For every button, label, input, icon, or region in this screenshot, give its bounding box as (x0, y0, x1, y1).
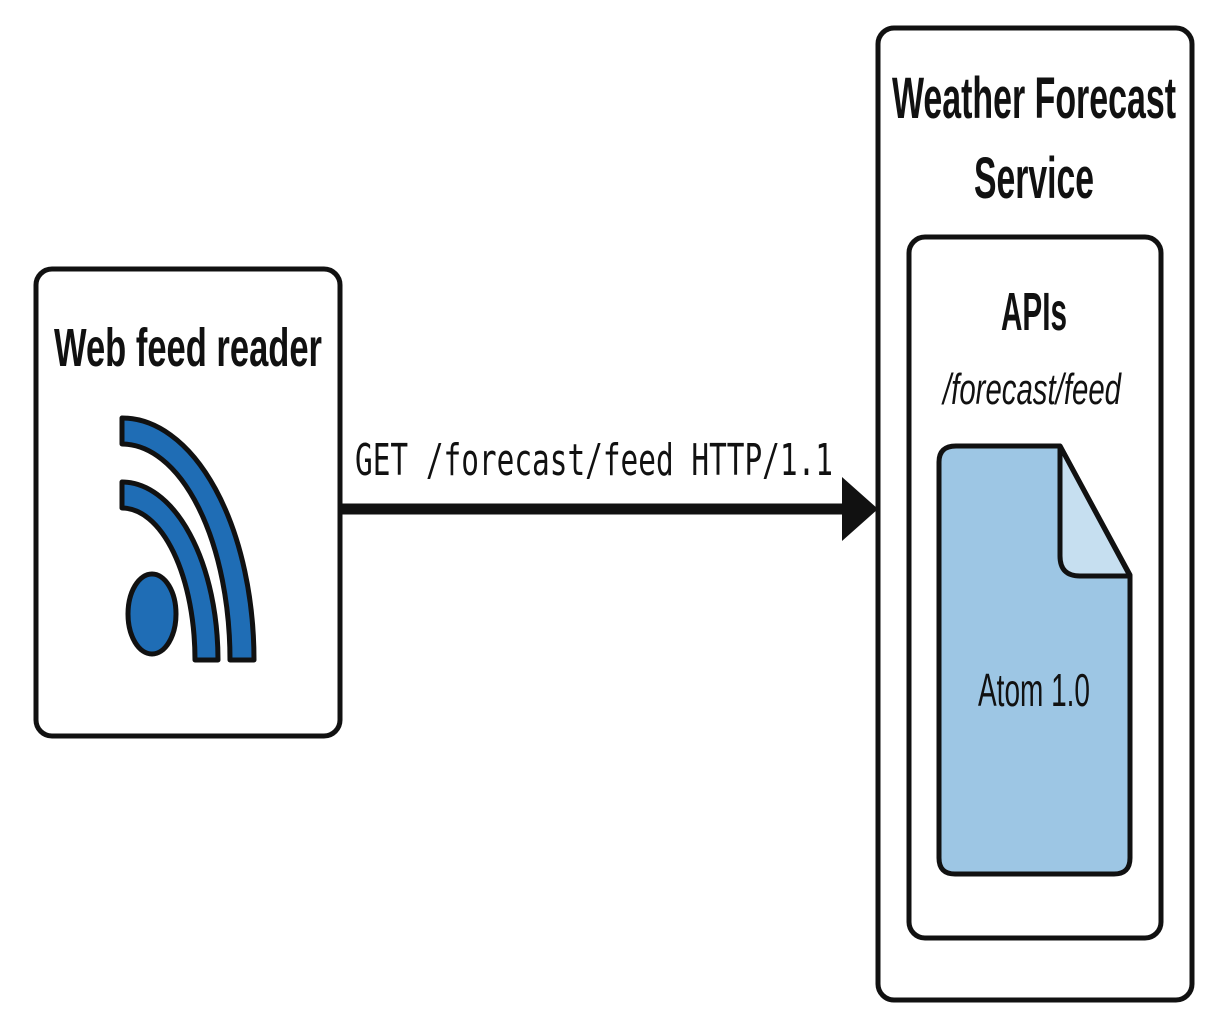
document-label: Atom 1.0 (978, 664, 1090, 716)
request-arrow (340, 477, 878, 541)
service-title-line2: Service (974, 146, 1094, 211)
web-feed-reader-node: Web feed reader (33, 266, 343, 739)
apis-node: APIs /forecast/feed Atom 1.0 (906, 234, 1164, 941)
api-path: /forecast/feed (941, 365, 1122, 414)
web-feed-reader-title: Web feed reader (54, 318, 322, 378)
rss-feed-icon (119, 415, 257, 663)
request-label: GET /forecast/feed HTTP/1.1 (355, 435, 833, 486)
web-feed-reader-box (33, 266, 343, 739)
apis-title: APIs (1001, 282, 1067, 342)
weather-forecast-service-node: Weather Forecast Service APIs /forecast/… (875, 25, 1195, 1003)
service-title-line1: Weather Forecast (892, 66, 1176, 131)
document-icon (936, 443, 1133, 877)
document-fold (1057, 443, 1133, 579)
